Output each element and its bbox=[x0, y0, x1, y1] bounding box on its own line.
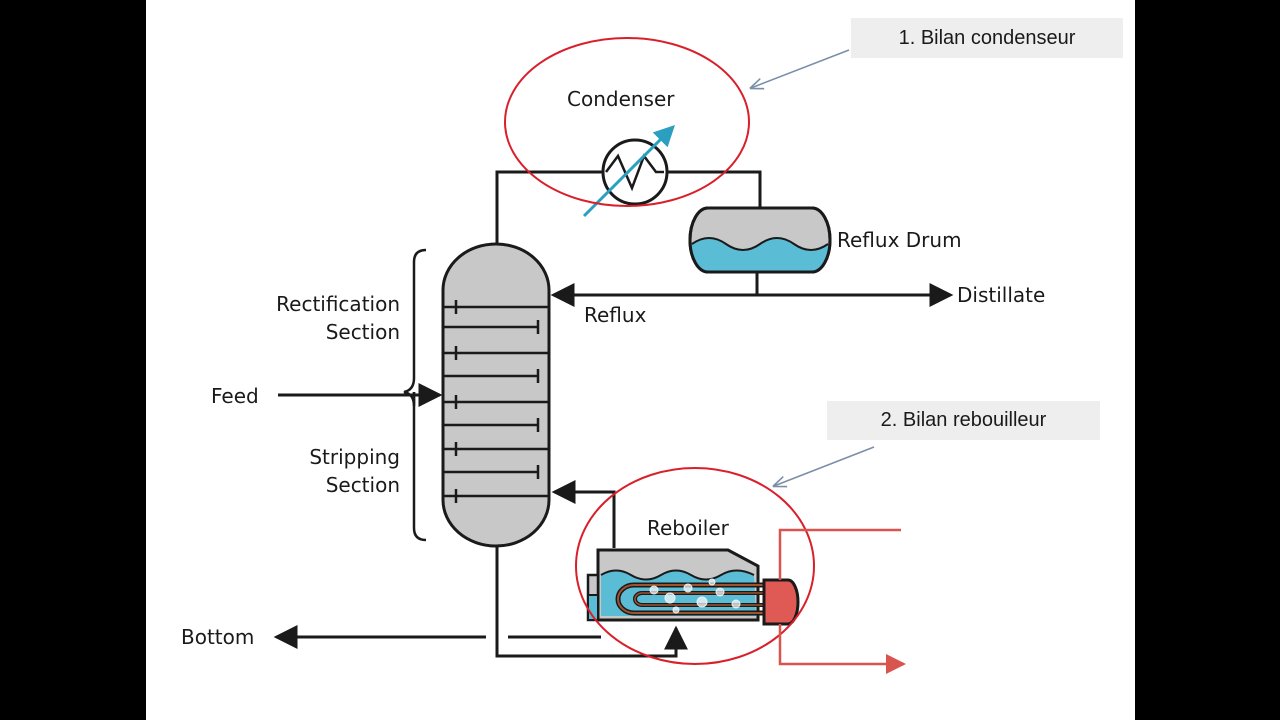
rectification-brace bbox=[403, 248, 427, 407]
cooling-arrow-icon bbox=[582, 125, 675, 218]
condenser-balance-text: 1. Bilan condenseur bbox=[898, 26, 1076, 49]
feed-label: Feed bbox=[211, 384, 259, 408]
reboiler-balance-text: 2. Bilan rebouilleur bbox=[880, 409, 1047, 431]
section-braces bbox=[403, 248, 427, 542]
slide: Condenser Reflux Drum Distillate Reflux … bbox=[146, 0, 1135, 720]
condenser-label: Condenser bbox=[567, 87, 675, 111]
stripping-label-line1: Stripping bbox=[309, 445, 400, 469]
piping bbox=[273, 170, 954, 658]
rectification-label-line2: Section bbox=[326, 320, 400, 344]
distillation-column bbox=[441, 242, 551, 548]
reboiler-highlight-circle bbox=[575, 467, 815, 665]
reboiler-label: Reboiler bbox=[647, 516, 730, 540]
reboiler-balance-callout: 2. Bilan rebouilleur bbox=[827, 401, 1100, 440]
bottom-label: Bottom bbox=[181, 625, 254, 649]
heating-medium-lines bbox=[778, 528, 906, 674]
condenser-unit bbox=[582, 125, 675, 218]
stripping-brace bbox=[412, 392, 427, 542]
reflux-drum bbox=[688, 206, 832, 274]
condenser-highlight-circle bbox=[504, 37, 750, 207]
bottoms-line bbox=[495, 545, 688, 658]
condenser-callout-arrow bbox=[751, 49, 850, 88]
reflux-drum-label: Reflux Drum bbox=[837, 228, 962, 252]
stripping-label-line2: Section bbox=[326, 473, 400, 497]
heating-inlet-line bbox=[778, 528, 901, 580]
reboiler-callout-arrow bbox=[774, 446, 875, 486]
rectification-label-line1: Rectification bbox=[276, 292, 400, 316]
condenser-outlet-line bbox=[660, 170, 762, 210]
reflux-label: Reflux bbox=[584, 303, 647, 327]
distillate-label: Distillate bbox=[957, 283, 1045, 307]
column-trays bbox=[443, 300, 549, 503]
distillation-diagram: Condenser Reflux Drum Distillate Reflux … bbox=[181, 37, 1045, 674]
vapor-line bbox=[495, 170, 610, 246]
kettle-reboiler-icon bbox=[586, 548, 800, 626]
reboiler-vapor-line bbox=[551, 480, 616, 548]
zigzag-coil-icon bbox=[605, 153, 664, 192]
condenser-balance-callout: 1. Bilan condenseur bbox=[851, 18, 1123, 58]
heating-outlet-line bbox=[778, 624, 906, 674]
